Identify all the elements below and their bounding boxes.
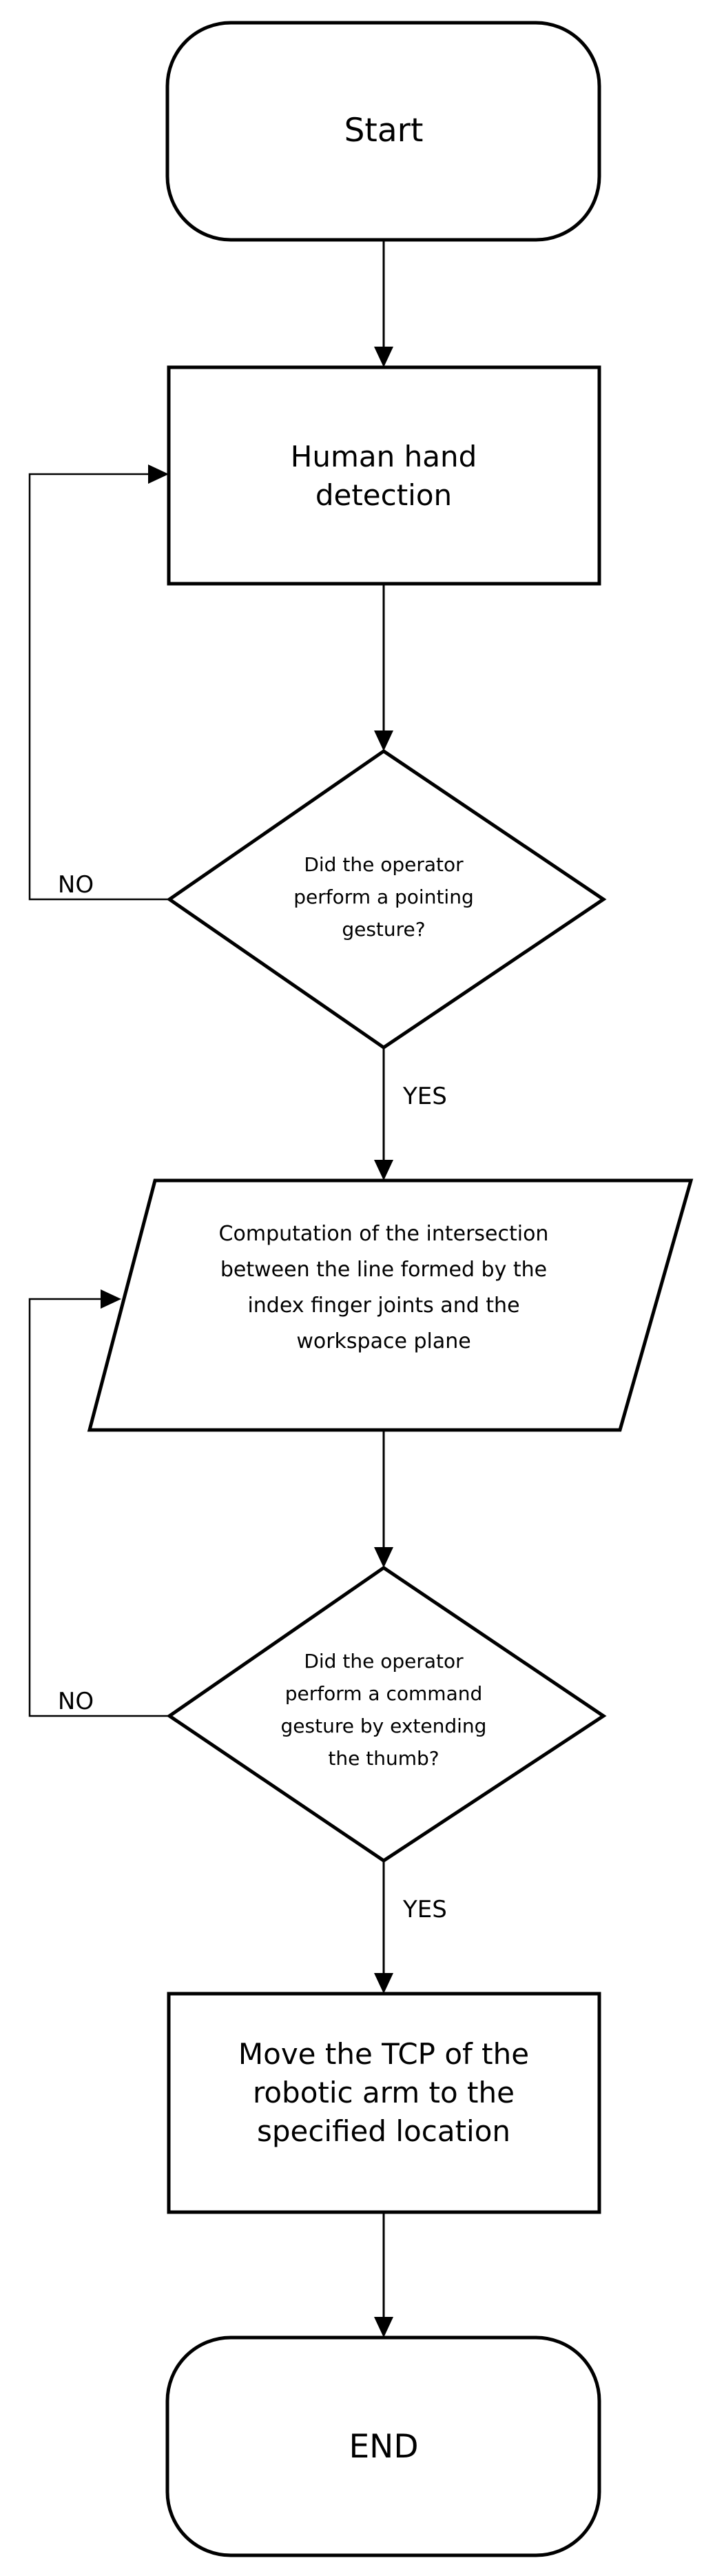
edge-label-no-1: NO [58, 871, 94, 899]
node-intersection-computation[interactable]: Computation of the intersection between … [87, 1178, 694, 1432]
edge-no-loop-pointing-to-hand-detection [28, 464, 169, 901]
node-move-tcp[interactable]: Move the TCP of the robotic arm to the s… [167, 1992, 601, 2214]
edge-hand-detection-to-pointing-decision [374, 584, 393, 751]
edge-move-tcp-to-end [374, 2212, 393, 2338]
command-decision-label-line-3: gesture by extending [281, 1715, 487, 1737]
move-tcp-label-line-2: robotic arm to the [253, 2076, 515, 2109]
move-tcp-label-line-1: Move the TCP of the [238, 2037, 529, 2071]
end-label: END [349, 2428, 418, 2466]
move-tcp-box-shape [167, 1992, 601, 2214]
computation-label-line-3: index finger joints and the [247, 1294, 519, 1318]
hand-detection-box-shape [167, 365, 601, 586]
computation-parallelogram-shape [87, 1178, 694, 1432]
edge-yes-command-to-move-tcp [374, 1861, 393, 1994]
node-hand-detection[interactable]: Human hand detection [167, 365, 601, 586]
edge-computation-to-command-decision [374, 1430, 393, 1568]
command-decision-label-line-1: Did the operator [304, 1650, 464, 1673]
command-decision-diamond-shape [166, 1565, 607, 1863]
start-terminator-shape [165, 21, 601, 242]
hand-detection-label-line-1: Human hand [291, 440, 477, 473]
end-terminator-shape [165, 2335, 601, 2557]
command-decision-label-line-2: perform a command [285, 1682, 483, 1705]
edge-yes-pointing-to-computation [374, 1047, 393, 1180]
pointing-decision-label-line-1: Did the operator [304, 853, 464, 876]
move-tcp-label-line-3: specified location [257, 2114, 510, 2148]
computation-label-line-1: Computation of the intersection [219, 1222, 549, 1246]
node-end[interactable]: END [165, 2335, 601, 2557]
pointing-decision-diamond-shape [166, 748, 607, 1050]
node-pointing-decision[interactable]: Did the operator perform a pointing gest… [166, 748, 607, 1050]
node-start[interactable]: Start [165, 21, 601, 242]
start-label: Start [344, 112, 424, 150]
pointing-decision-label-line-2: perform a pointing [293, 886, 473, 908]
edge-label-yes-1: YES [402, 1083, 447, 1110]
computation-label-line-4: workspace plane [296, 1329, 470, 1353]
edge-label-no-2: NO [58, 1688, 94, 1715]
edge-no-loop-command-to-computation [28, 1289, 169, 1717]
pointing-decision-label-line-3: gesture? [342, 918, 425, 941]
node-command-decision[interactable]: Did the operator perform a command gestu… [166, 1565, 607, 1863]
edge-label-yes-2: YES [402, 1896, 447, 1923]
edge-start-to-hand-detection [374, 240, 393, 367]
computation-label-line-2: between the line formed by the [220, 1258, 547, 1282]
hand-detection-label-line-2: detection [315, 478, 452, 512]
command-decision-label-line-4: the thumb? [328, 1747, 439, 1770]
